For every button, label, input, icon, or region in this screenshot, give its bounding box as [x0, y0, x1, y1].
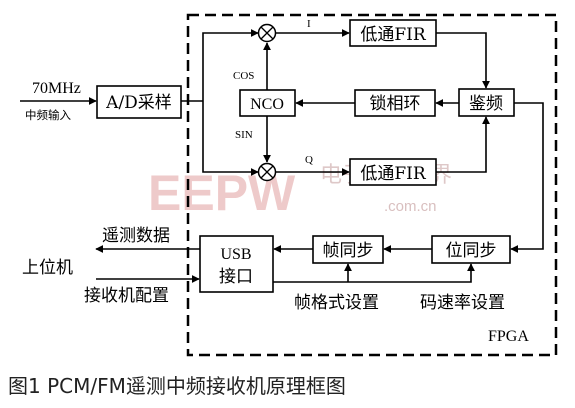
nco-block	[239, 89, 296, 117]
host-computer-label: 上位机	[22, 258, 73, 278]
input-label: 中频输入	[25, 108, 71, 122]
frame-sync-label: 帧同步	[323, 241, 374, 261]
code-rate-config-line	[273, 263, 475, 283]
cos-label: COS	[233, 70, 254, 82]
fir-q-block	[349, 158, 437, 186]
figure-caption: 图1 PCM/FM遥测中频接收机原理框图	[8, 374, 346, 398]
i-signal-label: I	[307, 18, 311, 30]
usb-label-line2: 接口	[219, 267, 253, 287]
watermark-url: .com.cn	[384, 198, 437, 215]
q-signal-label: Q	[305, 154, 313, 166]
fir-i-label: 低通FIR	[360, 25, 427, 45]
fpga-boundary	[186, 13, 558, 357]
i-branch-line	[202, 29, 259, 101]
mixer-i	[257, 23, 277, 43]
discriminator-label: 鉴频	[469, 94, 503, 114]
pll-label: 锁相环	[370, 94, 421, 114]
usb-interface-block	[199, 235, 274, 293]
fir-q-to-discriminator-line	[436, 116, 490, 173]
sin-label: SIN	[235, 129, 253, 141]
discriminator-block	[458, 88, 515, 117]
fir-i-to-discriminator-line	[436, 32, 490, 89]
code-rate-setting-label: 码速率设置	[420, 293, 505, 313]
input-frequency: 70MHz	[32, 80, 81, 97]
ad-sampling-label: A/D采样	[105, 93, 172, 113]
usb-label-line1: USB	[220, 246, 251, 263]
fpga-label: FPGA	[488, 328, 529, 345]
nco-label: NCO	[250, 96, 284, 113]
fir-q-label: 低通FIR	[360, 164, 427, 184]
q-branch-line	[202, 101, 259, 176]
discriminator-to-bit-sync-line	[510, 102, 544, 253]
frame-format-setting-label: 帧格式设置	[294, 293, 379, 313]
bit-sync-block	[431, 235, 511, 264]
receiver-config-label: 接收机配置	[84, 286, 169, 306]
ad-sampling-block	[96, 85, 182, 119]
mixer-q	[257, 162, 277, 182]
bit-sync-label: 位同步	[446, 241, 497, 261]
telemetry-data-label: 遥测数据	[102, 226, 170, 246]
